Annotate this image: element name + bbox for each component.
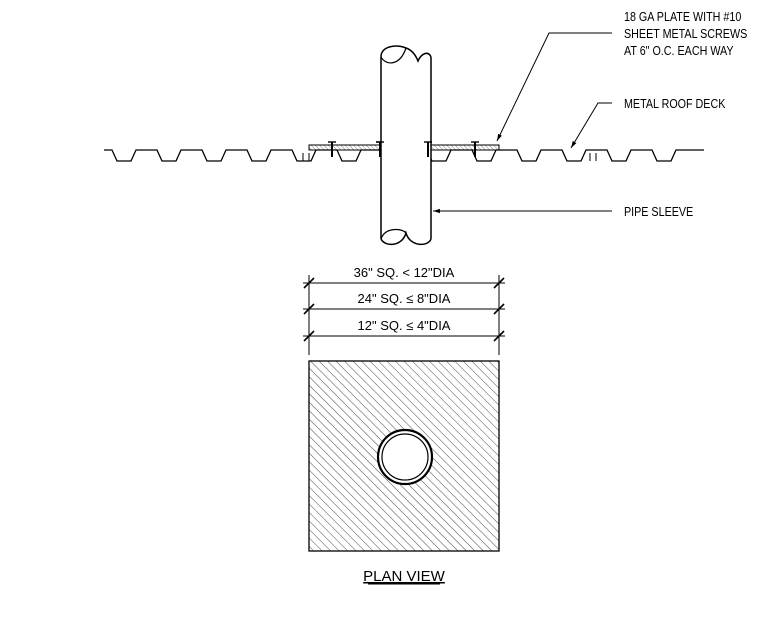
plate-note-line-3: AT 6" O.C. EACH WAY bbox=[624, 44, 734, 58]
plate-note-line-1: 18 GA PLATE WITH #10 bbox=[624, 10, 742, 24]
dimension-outer-label: 36" SQ. < 12"DIA bbox=[354, 265, 455, 280]
deck-note-leader bbox=[570, 102, 612, 149]
dimension-middle-label: 24" SQ. ≤ 8"DIA bbox=[358, 291, 451, 306]
elevation-view: 18 GA PLATE WITH #10 SHEET METAL SCREWS … bbox=[104, 10, 747, 246]
dimension-stack bbox=[303, 275, 505, 355]
sleeve-note-label: PIPE SLEEVE bbox=[624, 205, 693, 219]
plate-note-line-2: SHEET METAL SCREWS bbox=[624, 27, 747, 41]
deck-note-label: METAL ROOF DECK bbox=[624, 97, 726, 111]
plan-view bbox=[308, 360, 500, 552]
plate-note-leader bbox=[496, 32, 612, 142]
dimension-inner-label: 12" SQ. ≤ 4"DIA bbox=[358, 318, 451, 333]
pipe-sleeve-elevation bbox=[376, 45, 432, 246]
deck-seam-detail bbox=[302, 153, 597, 161]
plan-view-title: PLAN VIEW bbox=[363, 568, 446, 585]
plan-pipe-inner-ring bbox=[381, 433, 429, 481]
